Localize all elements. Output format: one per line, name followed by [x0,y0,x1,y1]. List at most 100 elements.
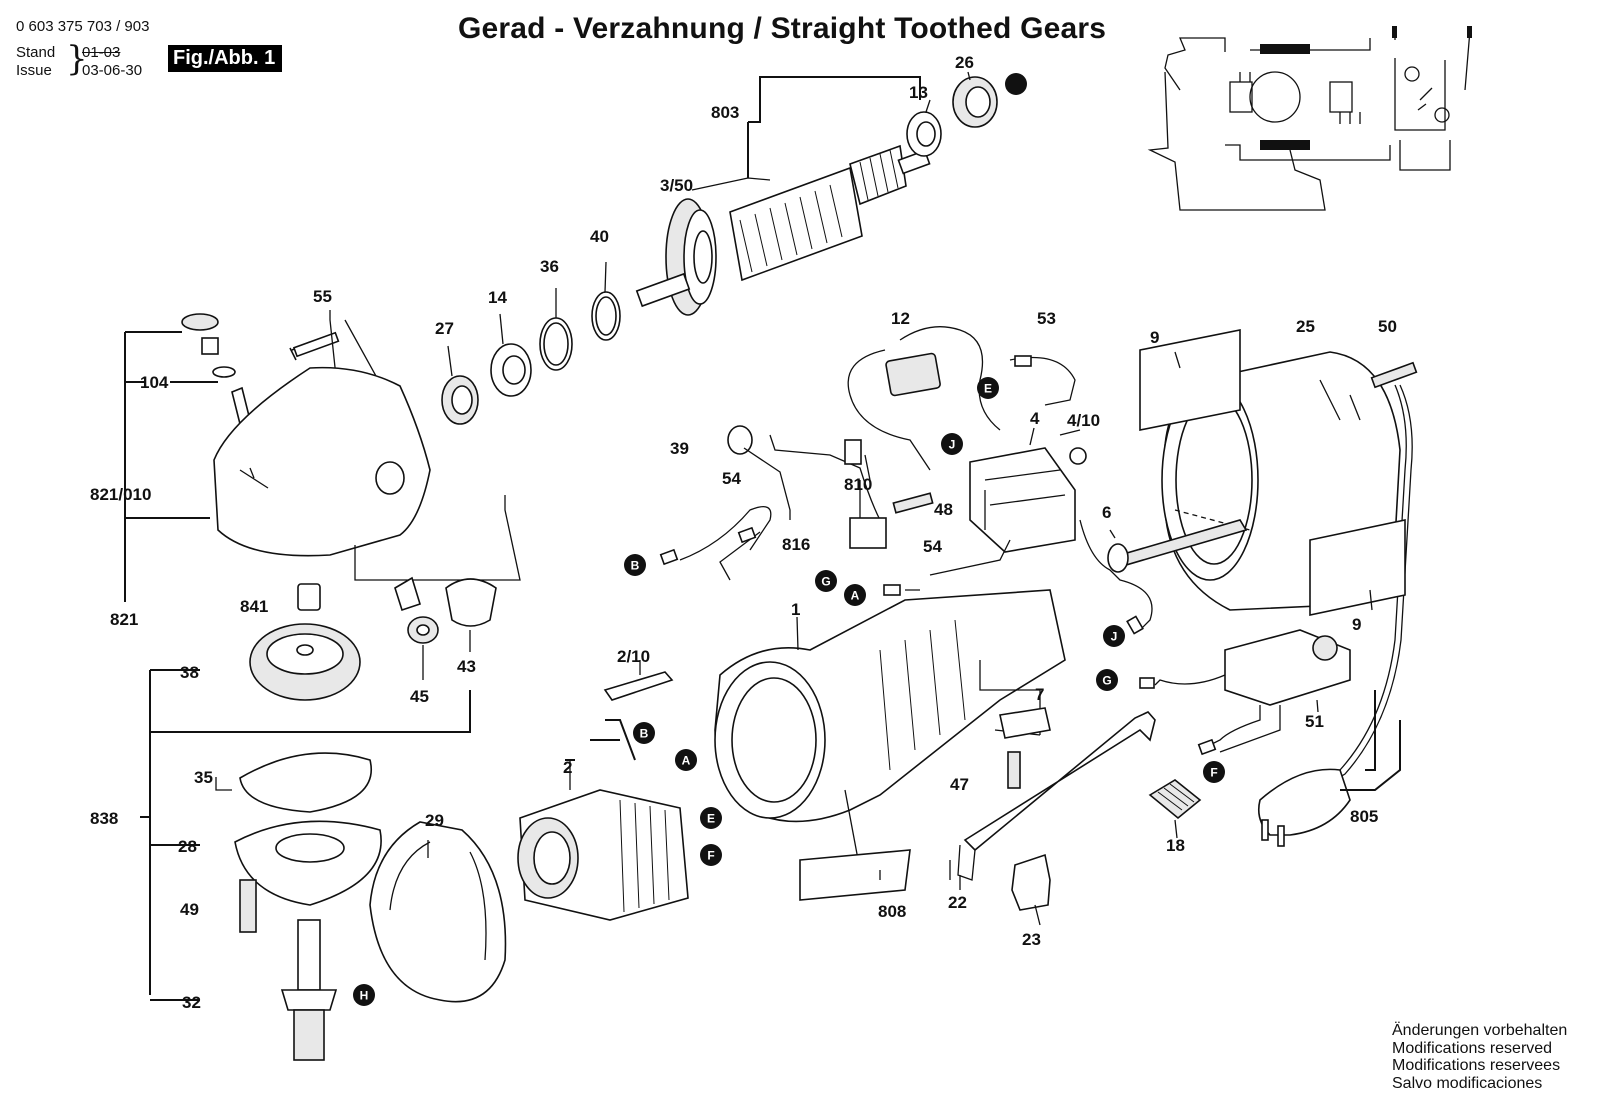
connector-B-lower: B [633,722,655,744]
stand-label: Stand [16,44,56,61]
label-13: 13 [909,83,928,102]
label-53: 53 [1037,309,1056,328]
motor-housing-group [714,589,1066,901]
modifications-notice: Änderungen vorbehalten Modifications res… [1392,1022,1567,1092]
svg-text:G: G [821,575,830,589]
connector-markers: E J B G A J G F B A E F H [353,377,1225,1006]
label-805: 805 [1350,807,1378,826]
label-35: 35 [194,768,213,787]
screw-50 [1370,361,1418,389]
part-labels: 803 26 13 3/50 40 36 14 27 55 104 821/01… [90,53,1397,1012]
switch-4 [969,447,1076,553]
lock-spring [201,337,219,355]
connector-J-upper: J [941,433,963,455]
label-45: 45 [410,687,429,706]
svg-text:F: F [707,849,714,863]
wiring-schematic [1147,26,1472,211]
capacitor-12 [885,352,941,397]
switch-slide-22 [963,711,1156,852]
screw-48 [892,492,934,514]
label-32: 32 [182,993,201,1012]
gear-housing-group [124,310,521,602]
svg-text:A: A [682,754,691,768]
switch-actuator-group [949,711,1202,926]
label-104: 104 [140,373,169,392]
label-22: 22 [948,893,967,912]
pinion-43 [445,578,497,627]
label-26: 26 [955,53,974,72]
connector-A-lower: A [675,749,697,771]
connector-F-lower: F [1203,761,1225,783]
svg-text:J: J [1111,630,1118,644]
notice-de: Änderungen vorbehalten [1392,1022,1568,1039]
label-9-bottom [1309,519,1406,616]
stand-issue-labels: Stand Issue [16,44,55,80]
svg-text:G: G [1102,674,1111,688]
connector-B-upper: B [624,554,646,576]
label-808 [799,849,911,901]
label-1: 1 [791,600,800,619]
connector-G-lower: G [1096,669,1118,691]
notice-es: Salvo modificaciones [1392,1074,1543,1092]
handle-group [1107,329,1418,847]
screw-49 [239,879,257,933]
brush-holder-816 [849,517,887,549]
svg-text:B: B [631,559,640,573]
clip-39 [727,425,753,455]
armature-core [729,166,863,282]
svg-text:B: B [640,727,649,741]
stand-issue-dates: 01-03 03-06-30 [82,44,142,80]
issue-date: 03-06-30 [82,62,143,79]
screw-47 [1007,751,1021,789]
field-and-baffle [369,660,689,1003]
diagram-title: Gerad - Verzahnung / Straight Toothed Ge… [458,12,1107,45]
label-54-bottom: 54 [923,537,942,556]
label-48: 48 [934,500,953,519]
label-808: 808 [878,902,906,921]
label-838: 838 [90,809,118,828]
output-spindle-32 [297,919,321,991]
label-841: 841 [240,597,268,616]
gasket-35 [239,752,372,813]
bushing-841 [297,583,321,611]
label-12: 12 [891,309,910,328]
connector-G-upper: G [815,570,837,592]
label-38: 38 [180,663,199,682]
brush-810 [844,439,862,465]
label-9-top [1139,329,1241,431]
connector-E-upper: E [977,377,999,399]
label-36: 36 [540,257,559,276]
connector-F-upper: F [700,844,722,866]
label-14: 14 [488,288,507,307]
label-23: 23 [1022,930,1041,949]
label-2: 2 [563,758,572,777]
label-54-top: 54 [722,469,741,488]
gear-housing [213,366,431,557]
notice-fr: Modifications reservees [1392,1057,1561,1074]
label-9-bottom: 9 [1352,615,1361,634]
label-4: 4 [1030,409,1040,428]
label-3-50: 3/50 [660,176,693,195]
label-7: 7 [1035,685,1044,704]
label-821-010: 821/010 [90,485,151,504]
label-29: 29 [425,811,444,830]
svg-text:A: A [851,589,860,603]
label-25: 25 [1296,317,1315,336]
connector-H: H [353,984,375,1006]
issue-label: Issue [16,62,52,79]
notice-en: Modifications reserved [1392,1039,1553,1057]
connector-A-upper: A [844,584,866,606]
label-28: 28 [178,837,197,856]
label-18: 18 [1166,836,1185,855]
armature-group [635,71,1027,316]
brace-glyph: } [66,39,88,79]
switch-button-23 [1011,853,1051,911]
screw-55 [292,331,340,358]
svg-text:E: E [984,382,992,396]
svg-text:F: F [1210,766,1217,780]
figure-badge: Fig./Abb. 1 [168,45,283,72]
label-40: 40 [590,227,609,246]
label-4-10: 4/10 [1067,411,1100,430]
svg-text:E: E [707,812,715,826]
